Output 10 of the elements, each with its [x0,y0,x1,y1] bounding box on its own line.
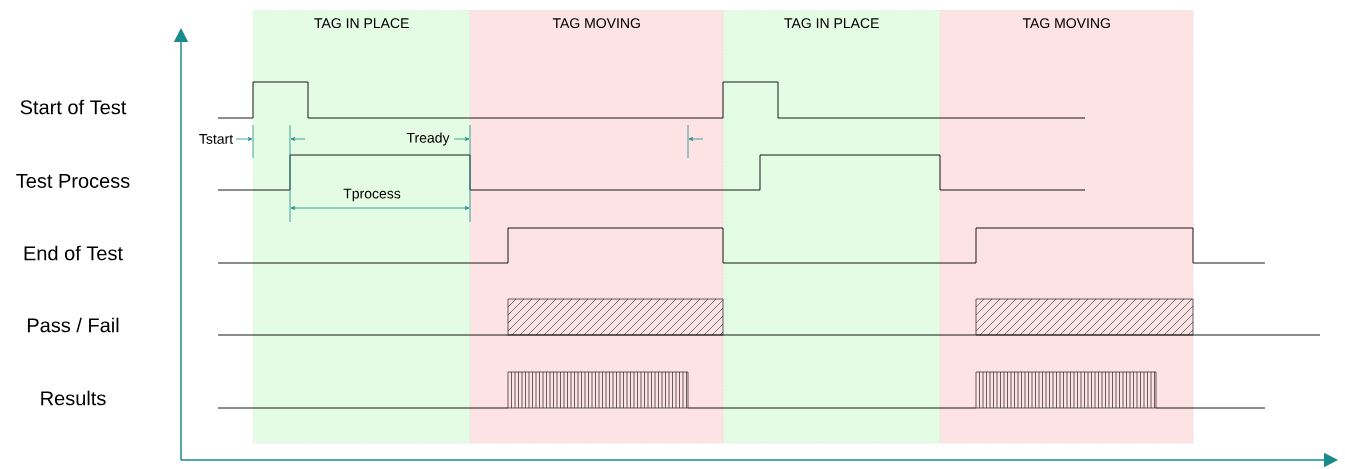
dimension-label: Tstart [199,134,234,144]
phase-band: TAG MOVING [470,10,724,444]
signal-name: Pass / Fail [27,317,119,333]
signal-name: Test Process [16,174,130,188]
phase-band: TAG MOVING [940,10,1194,444]
phase-band: TAG IN PLACE [723,10,941,444]
signal-name: Start of Test [20,99,127,115]
signal-name: End of Test [24,245,123,261]
signal-name: Results [41,390,106,406]
dimension-label: Tready [405,131,451,147]
